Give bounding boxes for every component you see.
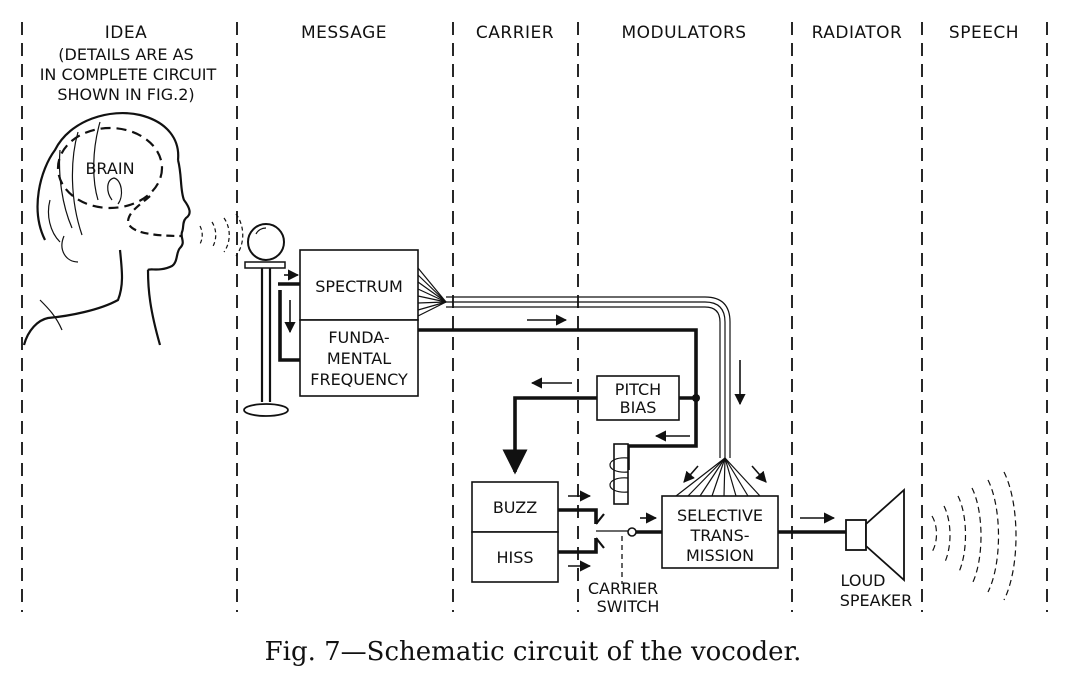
fundamental-label-line-1: FUNDA- (328, 328, 389, 347)
header-speech: SPEECH (949, 23, 1019, 43)
pitch-bias-line-1: PITCH (615, 380, 661, 399)
idea-note-line-3: SHOWN IN FIG.2) (57, 85, 194, 104)
carrier-switch-line-2: SWITCH (597, 597, 660, 616)
selective-line-2: TRANS- (689, 526, 749, 545)
selective-line-1: SELECTIVE (677, 506, 763, 525)
figure-caption: Fig. 7—Schematic circuit of the vocoder. (265, 637, 802, 667)
selective-line-3: MISSION (686, 546, 754, 565)
idea-note-line-2: IN COMPLETE CIRCUIT (40, 65, 217, 84)
hiss-label: HISS (496, 548, 533, 567)
header-idea: IDEA (105, 23, 147, 43)
carrier-switch-line-1: CARRIER (588, 579, 658, 598)
spectrum-cable (446, 296, 731, 458)
fundamental-frequency-block (299, 319, 419, 397)
buzz-block (471, 481, 559, 533)
header-modulators: MODULATORS (621, 23, 746, 43)
fundamental-label-line-2: MENTAL (327, 349, 391, 368)
header-carrier: CARRIER (476, 23, 554, 43)
loud-speaker-line-1: LOUD (841, 571, 886, 590)
brain-label: BRAIN (85, 159, 134, 178)
pitch-bias-line-2: BIAS (620, 398, 657, 417)
header-message: MESSAGE (301, 23, 387, 43)
fundamental-label-line-3: FREQUENCY (310, 370, 408, 389)
hiss-block (471, 531, 559, 583)
idea-note-line-1: (DETAILS ARE AS (58, 45, 193, 64)
carrier-switch (595, 513, 637, 584)
coil-icon (609, 443, 629, 505)
column-dividers (21, 22, 1048, 612)
speech-waves (931, 471, 1017, 601)
selective-fan (675, 457, 761, 497)
head-illustration (22, 111, 244, 346)
loud-speaker-icon (845, 487, 905, 583)
loud-speaker-line-2: SPEAKER (840, 591, 913, 610)
microphone-icon (243, 223, 289, 417)
spectrum-fan (417, 267, 447, 317)
buzz-label: BUZZ (493, 498, 537, 517)
selective-transmission-block (661, 495, 779, 569)
spectrum-label: SPECTRUM (315, 277, 403, 296)
header-radiator: RADIATOR (812, 23, 903, 43)
